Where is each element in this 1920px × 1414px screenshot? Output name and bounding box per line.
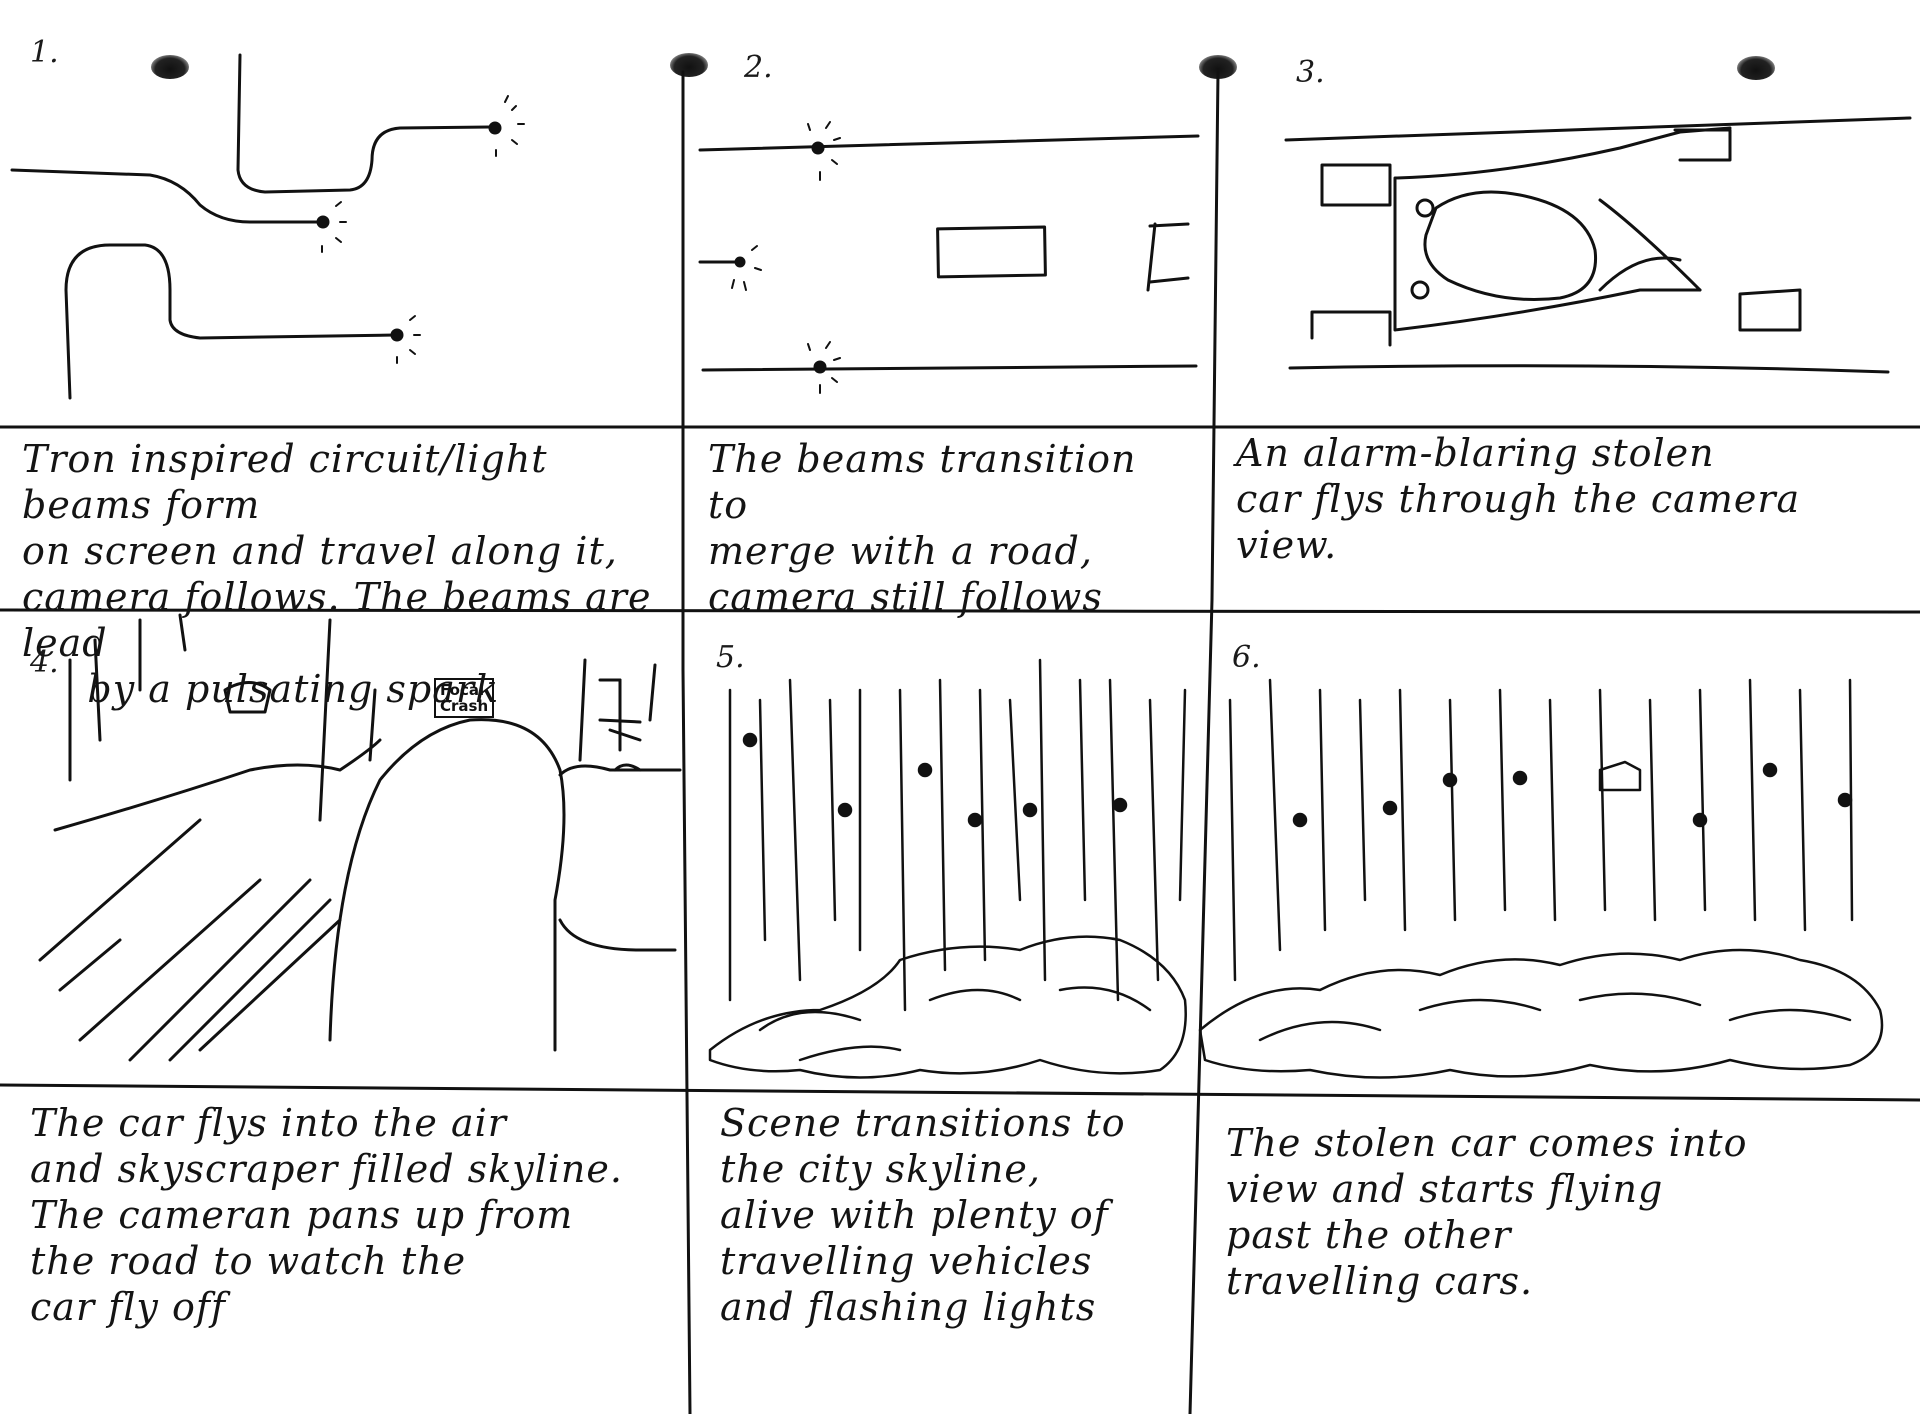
- grid-lines: [0, 70, 1920, 1414]
- panel-4-sketch: [38, 613, 682, 1062]
- panel-4-caption: The car flys into the air and skyscraper…: [30, 1101, 623, 1329]
- panel-2-number: 2.: [744, 50, 773, 85]
- panel-6-caption: The stolen car comes into view and start…: [1226, 1121, 1748, 1303]
- panel-6-sketch: [1198, 678, 1884, 1079]
- panel-3-caption: An alarm-blaring stolen car flys through…: [1236, 431, 1801, 567]
- panel-3-sketch: [1284, 116, 1912, 374]
- binder-hole: [151, 55, 189, 79]
- panel-2-caption: The beams transition to merge with a roa…: [708, 437, 1137, 619]
- panel-3-number: 3.: [1296, 55, 1325, 90]
- panel-1-number: 1.: [30, 35, 59, 70]
- panel-5-sketch: [708, 658, 1187, 1079]
- panel-4-sign: Focal Crash: [434, 678, 495, 718]
- binder-hole: [1737, 56, 1775, 80]
- panel-1-caption: Tron inspired circuit/light beams form o…: [22, 437, 652, 711]
- panel-1-sketch: [10, 53, 525, 400]
- panel-5-number: 5.: [716, 640, 745, 675]
- binder-hole: [670, 53, 708, 77]
- panel-2-sketch: [698, 121, 1200, 394]
- panel-6-number: 6.: [1232, 640, 1261, 675]
- panel-4-number: 4.: [30, 645, 59, 680]
- panel-5-caption: Scene transitions to the city skyline, a…: [720, 1101, 1126, 1329]
